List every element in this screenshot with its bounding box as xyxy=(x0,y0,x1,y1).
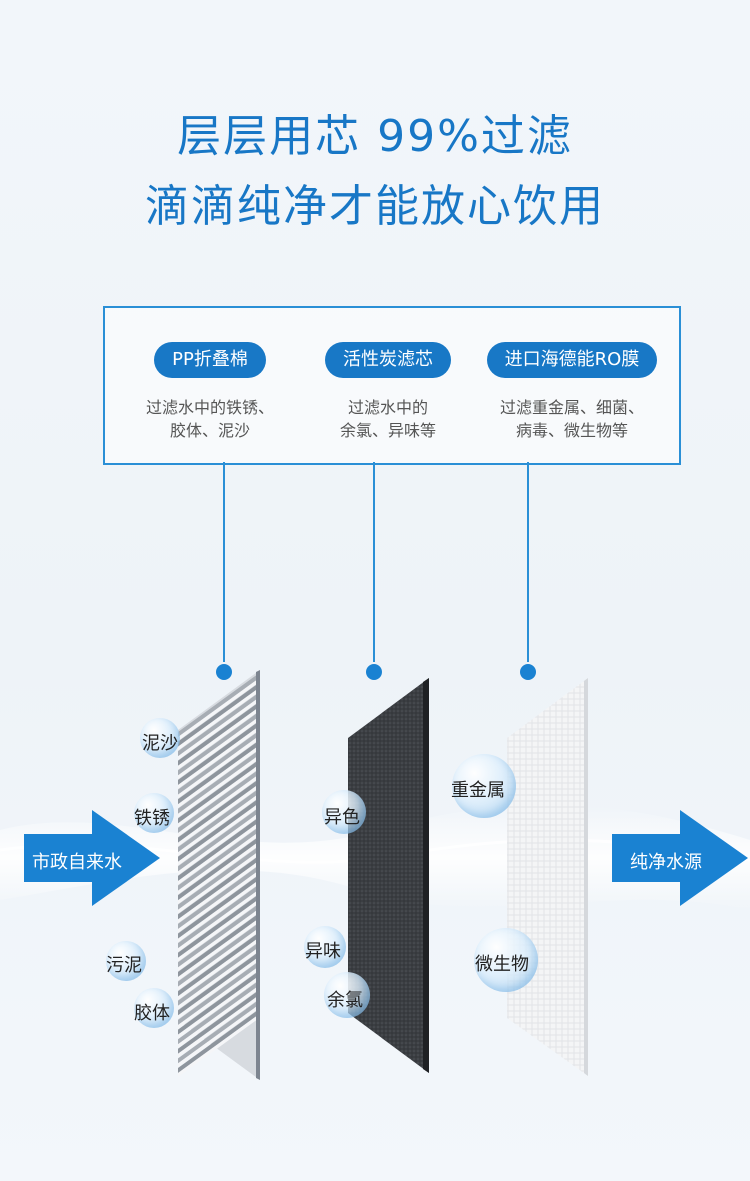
input-water-label: 市政自来水 xyxy=(32,852,122,873)
impurity-label: 泥沙 xyxy=(142,733,178,754)
filter-info-pp: PP折叠棉 过滤水中的铁锈、 胶体、泥沙 xyxy=(110,342,310,442)
impurity-bubble xyxy=(452,754,516,818)
impurity-bubble xyxy=(106,941,146,981)
impurity-label: 余氯 xyxy=(327,990,363,1011)
headline-line-1: 层层用芯 99%过滤 xyxy=(177,111,573,162)
impurity-bubble xyxy=(304,926,346,968)
impurity-label: 异色 xyxy=(324,807,360,828)
output-arrow-icon xyxy=(612,810,748,906)
filter-description: 过滤重金属、细菌、 病毒、微生物等 xyxy=(457,396,687,442)
filter-description: 过滤水中的铁锈、 胶体、泥沙 xyxy=(110,396,310,442)
filter-desc-line: 过滤水中的 xyxy=(347,398,428,417)
filter-description: 过滤水中的 余氯、异味等 xyxy=(288,396,488,442)
impurity-label: 污泥 xyxy=(106,955,142,976)
input-arrow-icon xyxy=(24,810,160,906)
impurity-bubble xyxy=(134,988,174,1028)
pp-filter-graphic xyxy=(178,670,260,1080)
connector-dot-carbon xyxy=(366,664,382,680)
impurity-label: 胶体 xyxy=(134,1003,170,1024)
filter-desc-line: 过滤重金属、细菌、 xyxy=(499,398,644,417)
impurity-label: 重金属 xyxy=(451,780,505,801)
filter-info-panel: PP折叠棉 过滤水中的铁锈、 胶体、泥沙 活性炭滤芯 过滤水中的 余氯、异味等 … xyxy=(103,306,681,465)
ro-membrane-graphic xyxy=(507,678,588,1076)
impurity-bubble xyxy=(134,793,174,833)
connector-dot-pp xyxy=(216,664,232,680)
impurity-bubble xyxy=(140,718,180,758)
filter-desc-line: 过滤水中的铁锈、 xyxy=(145,398,274,417)
connector-line-ro xyxy=(527,462,529,662)
impurity-bubble xyxy=(322,790,366,834)
filter-name-badge: PP折叠棉 xyxy=(154,342,266,378)
impurity-label: 铁锈 xyxy=(134,808,170,829)
connector-dot-ro xyxy=(520,664,536,680)
filter-name-badge: 活性炭滤芯 xyxy=(325,342,451,378)
impurity-bubble xyxy=(474,928,538,992)
filter-name-badge: 进口海德能RO膜 xyxy=(486,342,658,378)
filter-desc-line: 胶体、泥沙 xyxy=(169,421,250,440)
filter-desc-line: 病毒、微生物等 xyxy=(515,421,628,440)
filter-desc-line: 余氯、异味等 xyxy=(339,421,436,440)
impurity-label: 微生物 xyxy=(475,954,529,975)
filter-info-carbon: 活性炭滤芯 过滤水中的 余氯、异味等 xyxy=(288,342,488,442)
impurity-label: 异味 xyxy=(305,941,341,962)
carbon-filter-graphic xyxy=(348,678,429,1073)
connector-line-carbon xyxy=(373,462,375,662)
filter-info-ro: 进口海德能RO膜 过滤重金属、细菌、 病毒、微生物等 xyxy=(457,342,687,442)
connector-line-pp xyxy=(223,462,225,662)
output-water-label: 纯净水源 xyxy=(630,852,702,873)
headline-line-2: 滴滴纯净才能放心饮用 xyxy=(145,181,605,232)
impurity-bubble xyxy=(324,972,370,1018)
